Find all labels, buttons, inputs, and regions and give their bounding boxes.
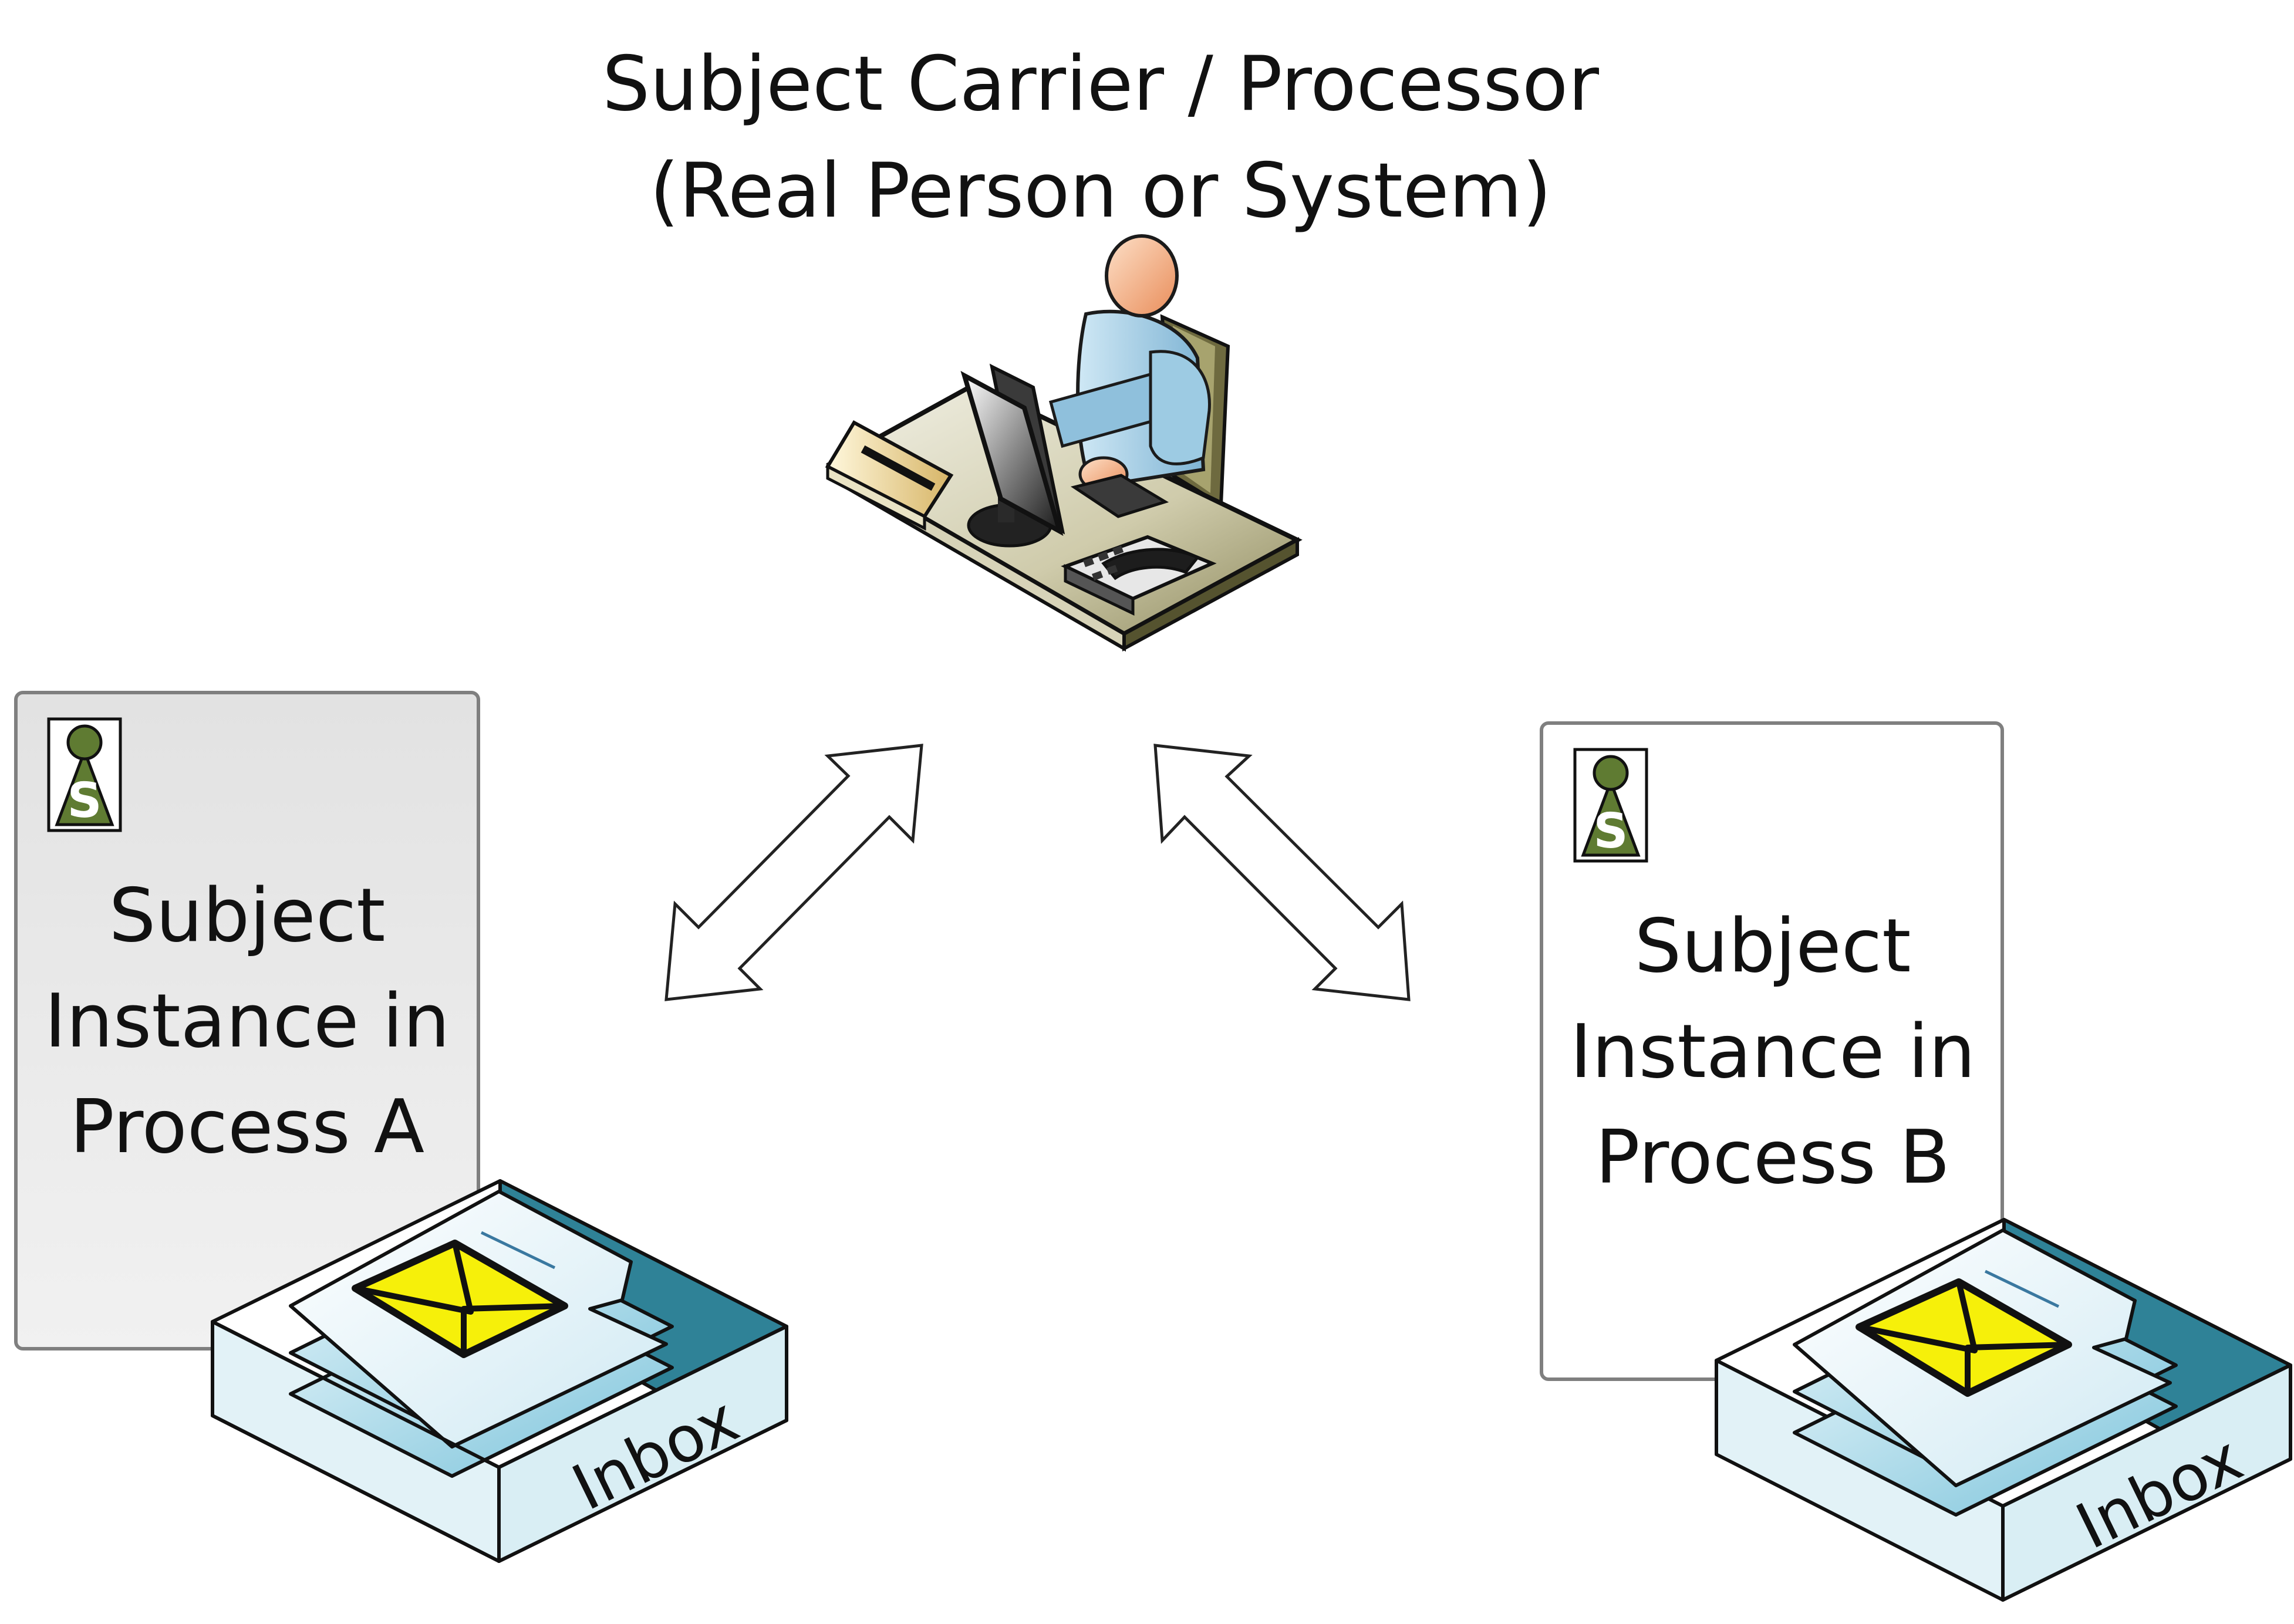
title-line-2: (Real Person or System) <box>649 147 1552 235</box>
process-a-label-line: Process A <box>69 1083 425 1170</box>
inbox-tray-icon-b <box>1715 1218 2292 1602</box>
process-a-label-line: Subject <box>109 872 386 958</box>
double-arrow-icon <box>664 744 923 1001</box>
process-b-label-line: Process B <box>1595 1114 1951 1200</box>
inbox-tray-icon <box>211 1179 788 1563</box>
svg-text:S: S <box>67 773 102 829</box>
double-arrow-icon-right <box>1153 744 1411 1001</box>
process-a-label: Subject Instance in Process A <box>18 863 477 1180</box>
process-b-label: Subject Instance in Process B <box>1544 893 2002 1210</box>
envelope-icon-b <box>1856 1278 2072 1397</box>
process-a-label-line: Instance in <box>44 978 450 1064</box>
process-b-label-line: Subject <box>1634 903 1911 989</box>
title-line-1: Subject Carrier / Processor <box>602 40 1599 128</box>
envelope-icon <box>352 1240 568 1358</box>
person-at-desk-icon <box>825 234 1303 652</box>
subject-icon: S <box>47 717 122 832</box>
svg-text:S: S <box>1593 803 1628 859</box>
process-b-label-line: Instance in <box>1570 1008 1976 1095</box>
subject-icon-b: S <box>1573 748 1648 863</box>
